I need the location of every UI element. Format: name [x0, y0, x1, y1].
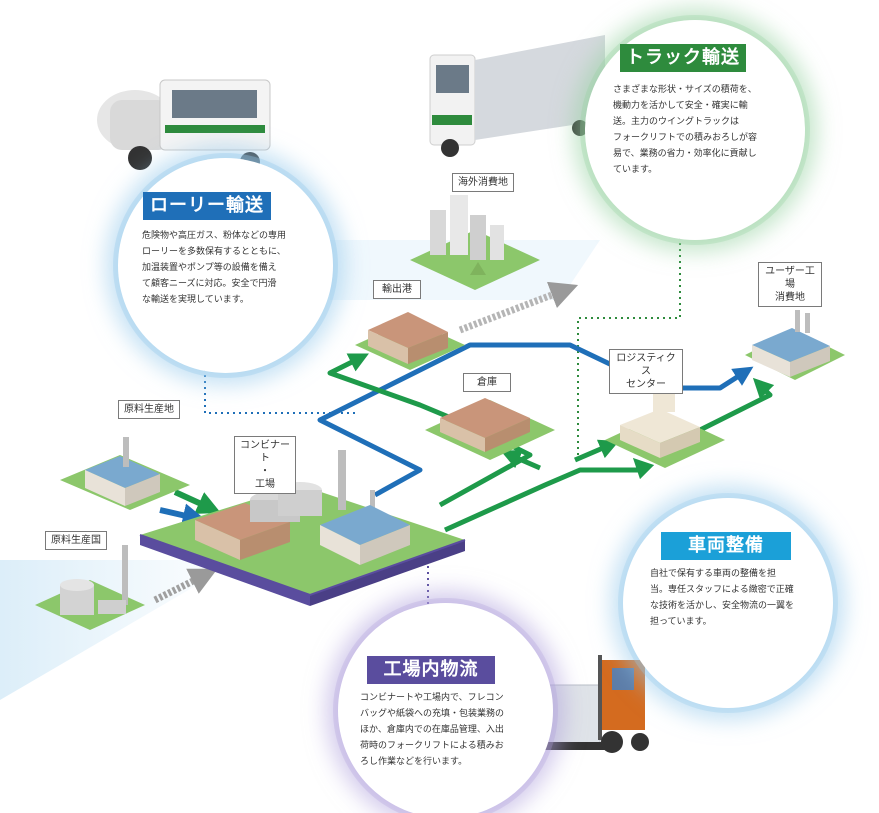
vehicle-maintenance-description: 自社で保有する車両の整備を担 当。専任スタッフによる緻密で正確 な技術を活かし、… [650, 569, 795, 627]
raw-material-site-graphic [60, 437, 190, 510]
import-arrow [153, 568, 218, 604]
logistics-center-graphic [605, 392, 725, 468]
wing-truck-image [429, 35, 605, 157]
flow-line-green-lower [443, 457, 655, 533]
inplant-logistics-description: コンビナートや工場内で、フレコン バッグや紙袋への充填・包装業務の ほか、倉庫内… [360, 693, 505, 767]
export-port-graphic [355, 312, 465, 370]
flow-arrow-raw-site-blue [159, 503, 207, 528]
flow-line-green-user [698, 377, 775, 433]
lorry-truck-image [97, 79, 271, 172]
label-raw-material-site: 原料生産地 [118, 400, 180, 419]
truck-title: トラック輸送 [620, 44, 746, 72]
flow-line-green-warehouse [500, 449, 541, 471]
label-raw-material-country: 原料生産国 [45, 531, 107, 550]
sea-band-left [0, 560, 240, 700]
user-plant-graphic [745, 310, 845, 380]
raw-material-country-graphic [35, 545, 145, 630]
label-user-plant: ユーザー工場 消費地 [758, 262, 822, 307]
warehouse-graphic [425, 398, 555, 460]
label-logistics-center: ロジスティクス センター [609, 349, 683, 394]
connector-lorry [204, 345, 355, 414]
lorry-description: 危険物や高圧ガス、粉体などの専用 ローリーを多数保有するとともに、 加温装置やポ… [142, 231, 287, 305]
kombinat-factory-blue [320, 505, 410, 565]
connector-truck [577, 225, 681, 460]
overseas-city-graphic [410, 195, 540, 290]
label-overseas-consumption: 海外消費地 [452, 173, 514, 192]
lorry-title: ローリー輸送 [143, 192, 271, 220]
inplant-logistics-title: 工場内物流 [367, 656, 495, 684]
truck-description: さまざまな形状・サイズの積荷を、 機動力を活かして安全・確実に輸 送。主力のウイ… [613, 85, 758, 175]
flow-line-blue [317, 342, 754, 498]
label-export-port: 輸出港 [373, 280, 421, 299]
flow-line-green-logistics [574, 439, 620, 463]
label-warehouse: 倉庫 [463, 373, 511, 392]
vehicle-maintenance-title: 車両整備 [661, 532, 791, 560]
inplant-logistics-bubble [338, 603, 553, 813]
export-arrow [458, 281, 579, 334]
label-kombinat: コンビナート ・ 工場 [234, 436, 296, 494]
flow-arrow-raw-site [173, 489, 221, 514]
